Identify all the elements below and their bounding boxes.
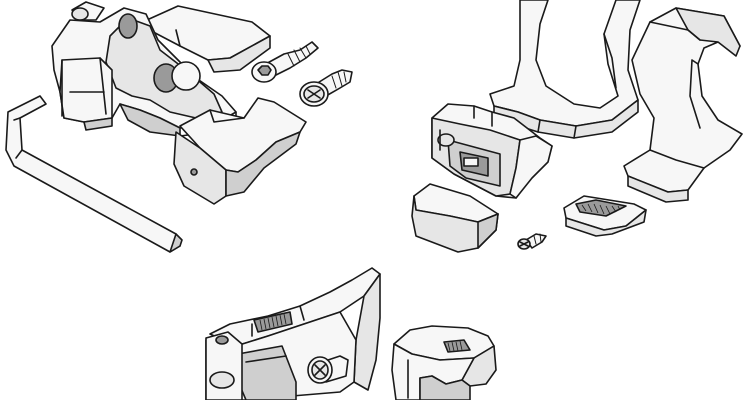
end-cap (411, 183, 499, 253)
curved-base-clamp (205, 267, 381, 400)
hinged-bracket (51, 1, 271, 137)
phillips-pan-screw (299, 69, 353, 107)
c-clip-block (391, 325, 497, 400)
top-right-assembly (411, 0, 743, 253)
curved-saddle-back (623, 7, 743, 203)
wedge-block (173, 97, 307, 205)
curved-saddle-front (489, 0, 641, 139)
top-left-assembly (5, 1, 353, 253)
clip-housing (431, 103, 553, 199)
serrated-insert (253, 311, 293, 333)
toothed-strap-clip (563, 195, 647, 237)
bottom-assembly (205, 267, 497, 400)
allen-key (5, 95, 183, 253)
hex-socket-screw (251, 41, 319, 83)
small-screw (517, 233, 547, 250)
phillips-pan-screw-bottom (307, 355, 349, 384)
